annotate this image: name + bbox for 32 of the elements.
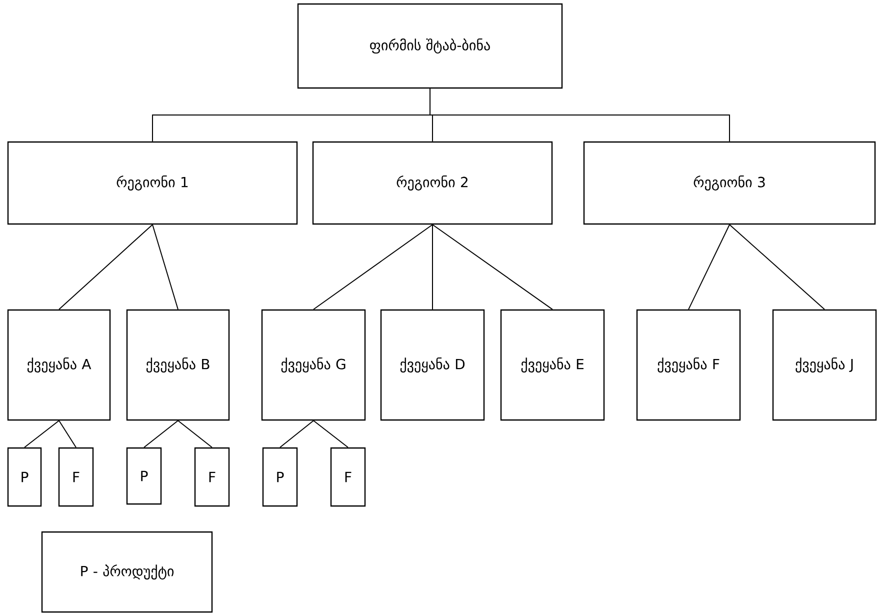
product-box: F	[58, 447, 94, 507]
country-box: ქვეყანა B	[126, 309, 230, 421]
connector-line	[58, 224, 153, 310]
country-box: ქვეყანა A	[7, 309, 111, 421]
product-box: F	[194, 447, 230, 507]
country-box: ქვეყანა E	[500, 309, 605, 421]
connector-line	[152, 224, 178, 310]
connector-line	[688, 224, 730, 310]
connector-line	[432, 224, 433, 310]
connector-line	[432, 224, 553, 310]
legend-box: P - პროდუქტი	[41, 531, 213, 613]
product-box: F	[330, 447, 366, 507]
connector-line	[729, 224, 825, 310]
product-box: P	[7, 447, 42, 507]
connector-line	[24, 420, 60, 448]
connector-line	[178, 420, 212, 448]
country-box: ქვეყანა F	[636, 309, 741, 421]
connector-line	[430, 88, 730, 142]
product-box: P	[262, 447, 298, 507]
product-box: P	[126, 447, 162, 505]
country-box: ქვეყანა J	[772, 309, 877, 421]
connector-line	[313, 224, 433, 310]
headquarters-box: ფირმის შტაბ-ბინა	[297, 3, 563, 89]
connector-line	[58, 420, 76, 448]
region-box: რეგიონი 1	[7, 141, 298, 225]
connector-line	[280, 420, 314, 448]
connector-line	[313, 420, 348, 448]
connector-line	[144, 420, 178, 448]
country-box: ქვეყანა D	[380, 309, 485, 421]
region-box: რეგიონი 2	[312, 141, 553, 225]
country-box: ქვეყანა G	[261, 309, 366, 421]
region-box: რეგიონი 3	[583, 141, 876, 225]
